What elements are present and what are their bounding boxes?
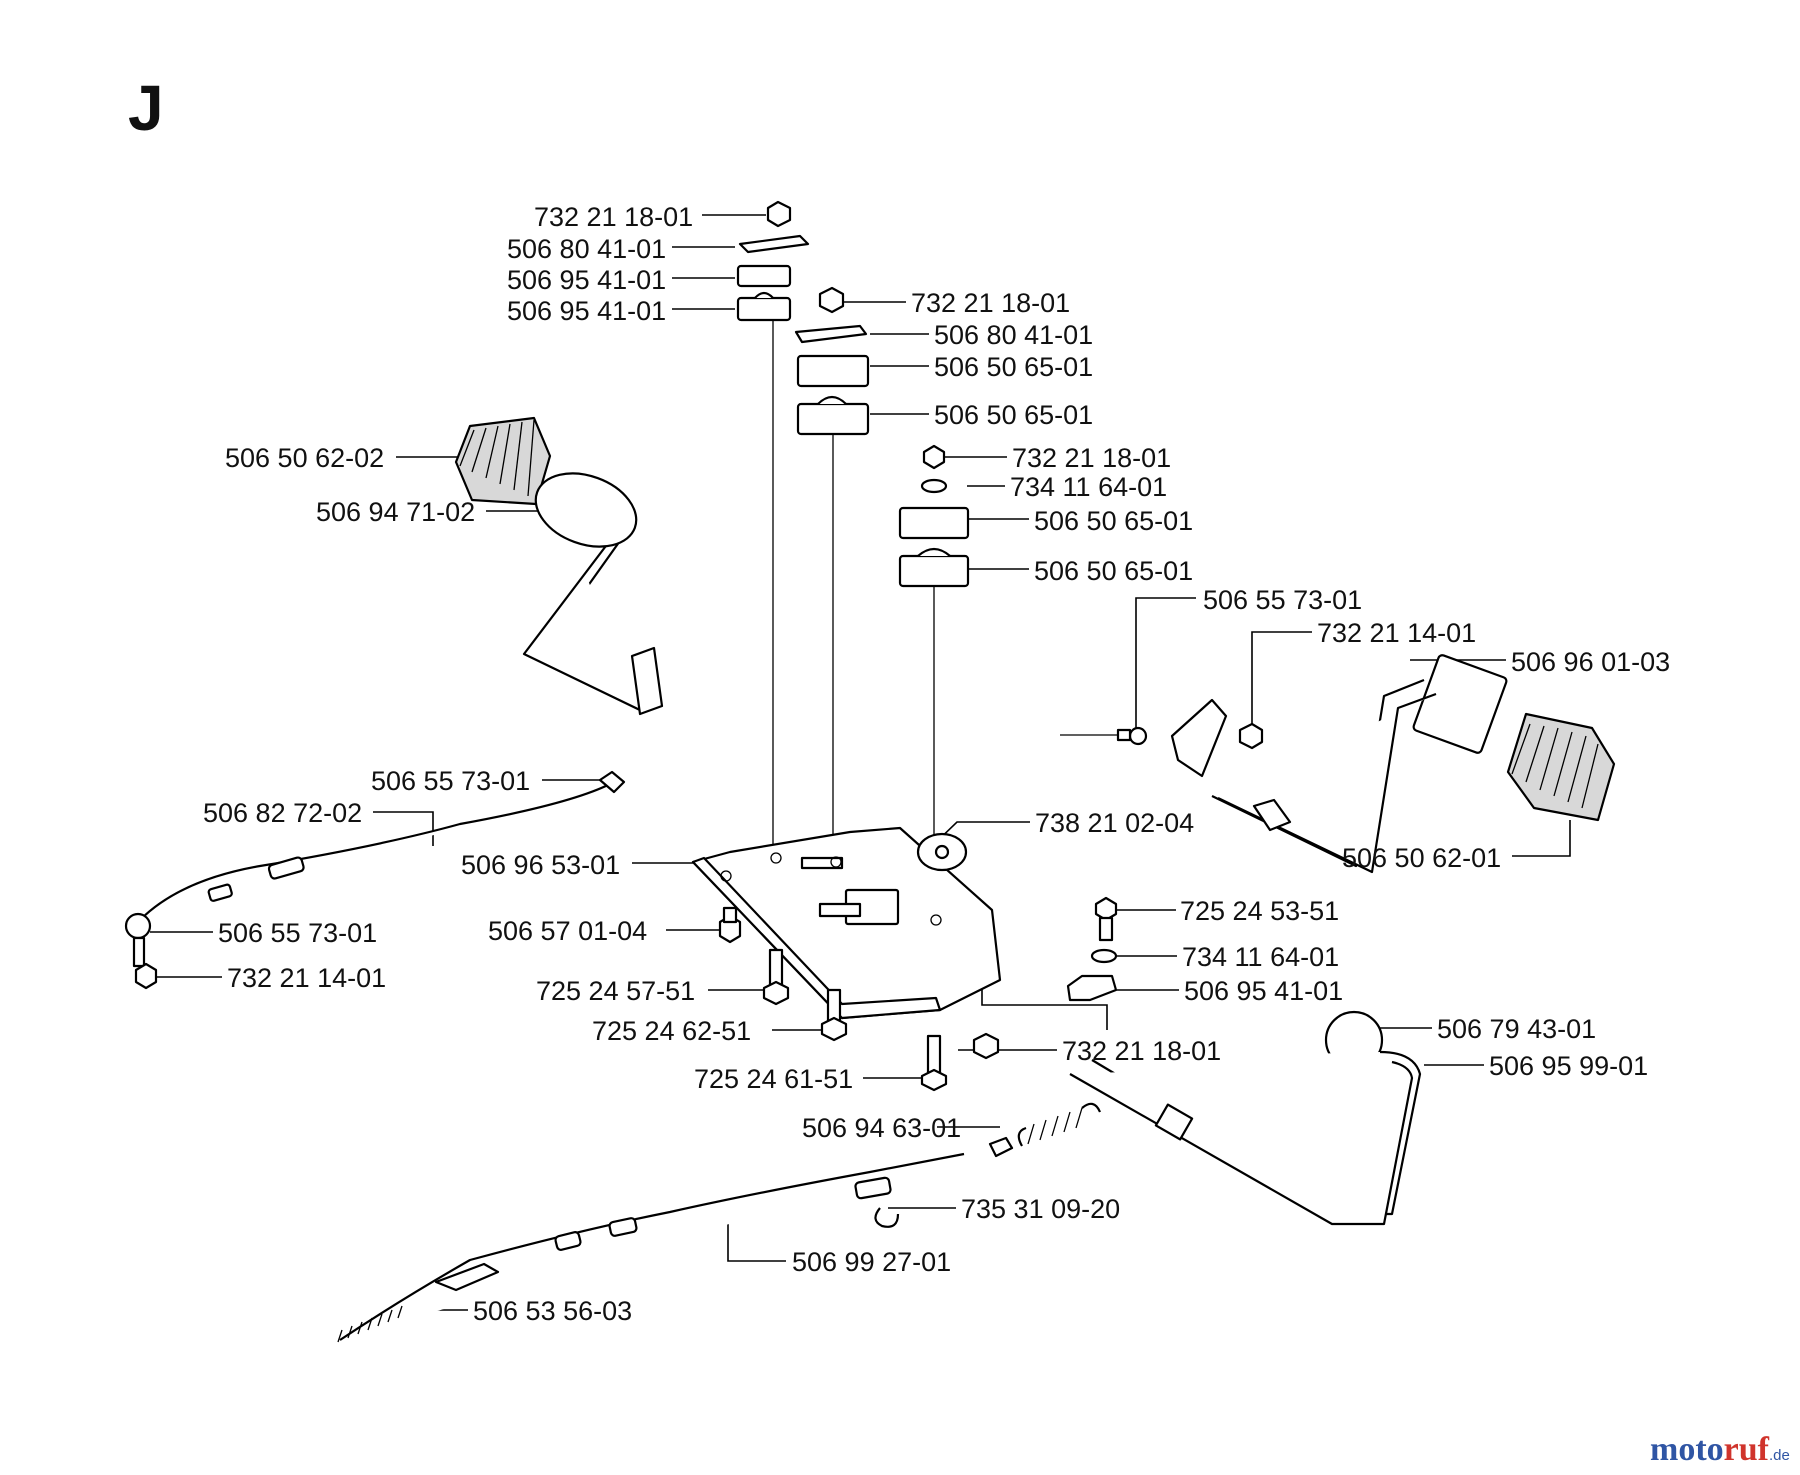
part-label: 732 21 14-01 bbox=[227, 963, 386, 993]
cable bbox=[339, 1152, 965, 1341]
part-label: 735 31 09-20 bbox=[961, 1194, 1120, 1224]
watermark-logo: motoruf.de bbox=[1650, 1431, 1790, 1468]
part-label: 506 94 63-01 bbox=[802, 1113, 961, 1143]
part-label: 506 82 72-02 bbox=[203, 798, 362, 828]
part-label: 506 50 62-02 bbox=[225, 443, 384, 473]
part-label: 506 95 41-01 bbox=[507, 296, 666, 326]
part-label: 506 50 65-01 bbox=[934, 400, 1093, 430]
part-label: 506 80 41-01 bbox=[934, 320, 1093, 350]
part-label: 734 11 64-01 bbox=[1010, 472, 1167, 502]
part-label: 506 57 01-04 bbox=[488, 916, 647, 946]
part-label: 738 21 02-04 bbox=[1035, 808, 1194, 838]
section-letter: J bbox=[128, 72, 164, 144]
part-label: 506 95 99-01 bbox=[1489, 1051, 1648, 1081]
part-label: 506 53 56-03 bbox=[473, 1296, 632, 1326]
pedal-pad-icon bbox=[454, 416, 552, 506]
part-label: 506 55 73-01 bbox=[218, 918, 377, 948]
part-label: 506 94 71-02 bbox=[316, 497, 475, 527]
part-label: 732 21 14-01 bbox=[1317, 618, 1476, 648]
part-label: 506 50 62-01 bbox=[1342, 843, 1501, 873]
watermark-part1: moto bbox=[1650, 1431, 1724, 1468]
part-drawings bbox=[124, 200, 1616, 1343]
watermark-part2: ruf bbox=[1724, 1431, 1770, 1468]
part-label: 506 50 65-01 bbox=[1034, 556, 1193, 586]
pedal-pad-icon bbox=[1506, 712, 1616, 822]
part-label: 732 21 18-01 bbox=[1062, 1036, 1221, 1066]
part-label: 506 80 41-01 bbox=[507, 234, 666, 264]
cable bbox=[139, 783, 611, 921]
part-label: 506 99 27-01 bbox=[792, 1247, 951, 1277]
part-label: 725 24 61-51 bbox=[694, 1064, 853, 1094]
part-label: 734 11 64-01 bbox=[1182, 942, 1339, 972]
part-label: 506 55 73-01 bbox=[1203, 585, 1362, 615]
part-label: 506 50 65-01 bbox=[1034, 506, 1193, 536]
part-label: 506 96 53-01 bbox=[461, 850, 620, 880]
part-label: 506 95 41-01 bbox=[1184, 976, 1343, 1006]
part-labels: 732 21 18-01 506 80 41-01 506 95 41-01 5… bbox=[203, 202, 1670, 1326]
part-label: 732 21 18-01 bbox=[534, 202, 693, 232]
part-label: 506 79 43-01 bbox=[1437, 1014, 1596, 1044]
part-label: 725 24 62-51 bbox=[592, 1016, 751, 1046]
part-label: 725 24 57-51 bbox=[536, 976, 695, 1006]
part-label: 506 55 73-01 bbox=[371, 766, 530, 796]
nut-icon bbox=[818, 286, 845, 314]
nut-icon bbox=[922, 444, 946, 470]
part-label: 506 95 41-01 bbox=[507, 265, 666, 295]
watermark-suffix: .de bbox=[1769, 1447, 1790, 1464]
part-label: 506 96 01-03 bbox=[1511, 647, 1670, 677]
part-label: 506 50 65-01 bbox=[934, 352, 1093, 382]
part-label: 732 21 18-01 bbox=[911, 288, 1070, 318]
nut-icon bbox=[766, 200, 792, 228]
part-label: 725 24 53-51 bbox=[1180, 896, 1339, 926]
part-label: 732 21 18-01 bbox=[1012, 443, 1171, 473]
